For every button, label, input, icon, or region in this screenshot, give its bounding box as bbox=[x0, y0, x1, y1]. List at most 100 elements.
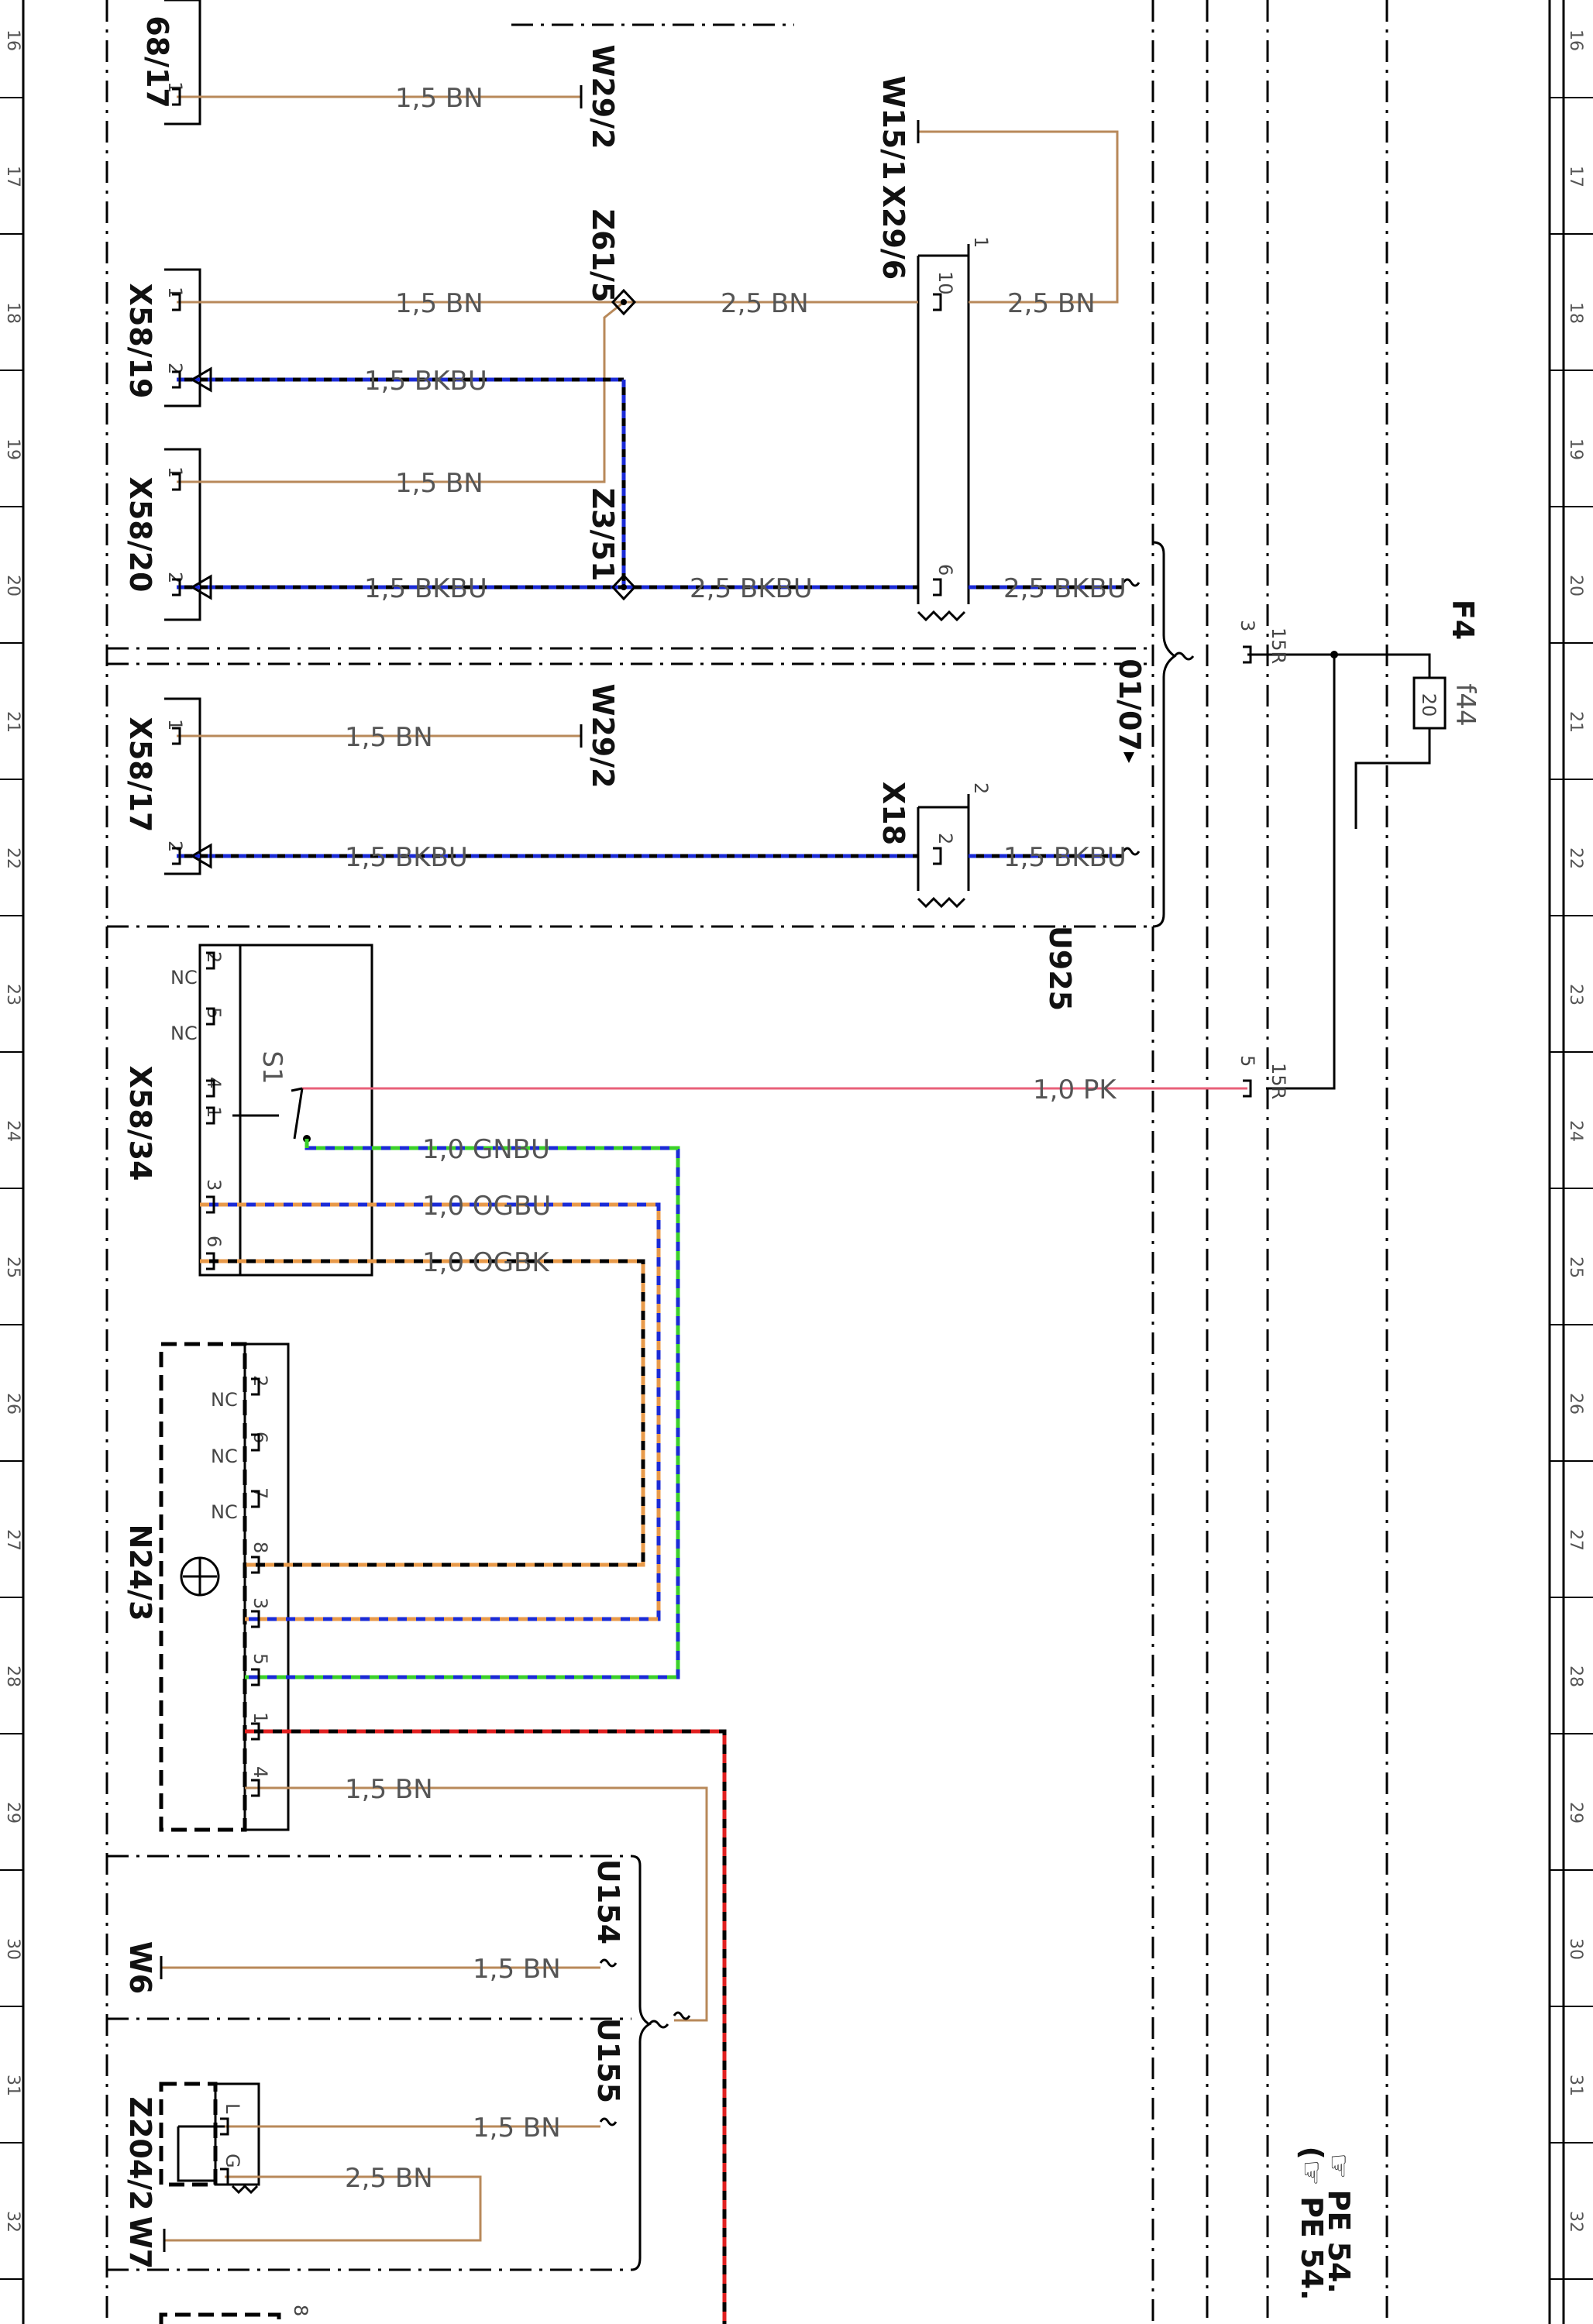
svg-text:01/07: 01/07 bbox=[1113, 658, 1147, 751]
pin-terminal bbox=[206, 951, 215, 970]
svg-text:6: 6 bbox=[203, 1236, 225, 1247]
pin-terminal bbox=[172, 88, 181, 106]
pin-terminal bbox=[933, 847, 942, 865]
svg-text:W29/2: W29/2 bbox=[586, 44, 620, 149]
svg-text:2: 2 bbox=[970, 782, 992, 794]
pin-terminal bbox=[251, 1433, 260, 1452]
svg-text:8: 8 bbox=[290, 2305, 311, 2316]
module-n24-3: N24/3 bbox=[123, 1342, 290, 1832]
svg-text:3: 3 bbox=[1237, 620, 1258, 631]
svg-text:W29/2: W29/2 bbox=[586, 683, 620, 788]
svg-text:1,0 PK: 1,0 PK bbox=[1033, 1074, 1117, 1105]
pin-terminal bbox=[172, 370, 181, 389]
pin-terminal bbox=[172, 293, 181, 311]
svg-text:1,5 BN: 1,5 BN bbox=[473, 1954, 561, 1985]
svg-text:1,5 BKBU: 1,5 BKBU bbox=[345, 842, 468, 873]
svg-text:2,5 BN: 2,5 BN bbox=[1007, 288, 1096, 319]
grid-number: 32 bbox=[3, 2211, 22, 2233]
svg-text:Z61/5: Z61/5 bbox=[586, 209, 620, 303]
svg-text:1,0 GNBU: 1,0 GNBU bbox=[422, 1134, 550, 1165]
grid-number: 19 bbox=[1566, 438, 1585, 460]
svg-text:NC: NC bbox=[170, 1023, 198, 1044]
svg-text:3: 3 bbox=[203, 1179, 225, 1191]
grid-number: 25 bbox=[3, 1257, 22, 1278]
grid-number: 28 bbox=[1566, 1666, 1585, 1687]
svg-text:W15/1: W15/1 bbox=[876, 75, 910, 180]
svg-text:X18: X18 bbox=[876, 782, 910, 845]
grid-number: 16 bbox=[1566, 29, 1585, 51]
grid-number: 21 bbox=[1566, 711, 1585, 733]
svg-text:S1: S1 bbox=[256, 1050, 287, 1084]
grid-number: 29 bbox=[3, 1802, 22, 1824]
svg-text:Z204/2: Z204/2 bbox=[123, 2096, 157, 2210]
grid-number: 17 bbox=[1566, 166, 1585, 187]
svg-text:1: 1 bbox=[164, 81, 186, 93]
bottom-component-fragment bbox=[159, 2312, 281, 2324]
svg-text:(☞ PE 54.: (☞ PE 54. bbox=[1295, 2146, 1329, 2300]
grid-number: 23 bbox=[1566, 984, 1585, 1006]
pin-terminal bbox=[251, 1556, 260, 1574]
svg-text:2: 2 bbox=[249, 1375, 271, 1387]
pin-terminal bbox=[933, 578, 942, 596]
grid-number: 25 bbox=[1566, 1257, 1585, 1278]
svg-text:1,5 BN: 1,5 BN bbox=[395, 288, 483, 319]
grid-number: 18 bbox=[3, 302, 22, 324]
wire-tildes bbox=[599, 578, 1141, 2126]
pin-terminal bbox=[206, 1106, 215, 1125]
pin-terminal bbox=[251, 1668, 260, 1686]
svg-text:W7: W7 bbox=[123, 2216, 157, 2269]
svg-text:1,0 OGBK: 1,0 OGBK bbox=[422, 1247, 550, 1278]
svg-text:NC: NC bbox=[170, 967, 198, 988]
connector-x58-17: X58/17 bbox=[123, 697, 201, 875]
wires bbox=[160, 85, 1266, 2324]
fuse-f4: F4 f44 20 bbox=[1266, 600, 1481, 1090]
grid-number: 20 bbox=[3, 575, 22, 596]
pin-terminal bbox=[220, 2168, 229, 2186]
svg-text:X58/34: X58/34 bbox=[123, 1066, 157, 1181]
grid-number: 31 bbox=[1566, 2075, 1585, 2096]
svg-text:X29/6: X29/6 bbox=[876, 185, 910, 280]
grid-number: 32 bbox=[1566, 2211, 1585, 2233]
wire-labels: 1,5 BN 1,5 BN 2,5 BN 2,5 BN 1,5 BKBU 1,5… bbox=[345, 83, 1127, 2194]
pin-terminal bbox=[1243, 1079, 1252, 1098]
pin-terminal bbox=[206, 1252, 215, 1270]
svg-text:1,5 BN: 1,5 BN bbox=[395, 468, 483, 499]
svg-text:1,5 BN: 1,5 BN bbox=[395, 83, 483, 114]
svg-text:3: 3 bbox=[249, 1597, 271, 1609]
svg-text:1,5 BKBU: 1,5 BKBU bbox=[364, 366, 487, 397]
grid-number: 30 bbox=[1566, 1938, 1585, 1960]
switch-x58-34: X58/34 S1 bbox=[123, 944, 373, 1277]
svg-text:2,5 BN: 2,5 BN bbox=[345, 2163, 433, 2194]
svg-text:1,0 OGBU: 1,0 OGBU bbox=[422, 1191, 551, 1222]
svg-text:NC: NC bbox=[211, 1389, 238, 1411]
svg-text:2: 2 bbox=[164, 841, 186, 852]
svg-text:1,5 BN: 1,5 BN bbox=[473, 2113, 561, 2144]
svg-text:☞ PE 54.: ☞ PE 54. bbox=[1322, 2153, 1356, 2294]
svg-text:1: 1 bbox=[164, 287, 186, 298]
svg-text:5: 5 bbox=[249, 1653, 271, 1665]
svg-text:8: 8 bbox=[249, 1542, 271, 1553]
svg-text:1,5 BN: 1,5 BN bbox=[345, 722, 433, 753]
svg-text:2: 2 bbox=[934, 833, 956, 844]
pin-terminal bbox=[251, 1779, 260, 1797]
grid-number: 19 bbox=[3, 438, 22, 460]
component-labels: W29/2 W29/2 W15/1 Z61/5 Z3/51 U925 U154 … bbox=[123, 44, 1356, 2300]
connector-x58-20: X58/20 bbox=[123, 448, 201, 621]
module-boundaries bbox=[105, 0, 1388, 2324]
svg-text:1: 1 bbox=[970, 236, 992, 248]
svg-text:2,5 BKBU: 2,5 BKBU bbox=[690, 573, 813, 604]
svg-text:6: 6 bbox=[249, 1432, 271, 1443]
grid-number: 27 bbox=[1566, 1529, 1585, 1551]
grid-number: 23 bbox=[3, 984, 22, 1006]
svg-text:1: 1 bbox=[164, 466, 186, 478]
svg-text:15R: 15R bbox=[1268, 1063, 1289, 1099]
svg-text:X58/17: X58/17 bbox=[123, 717, 157, 833]
grid-number: 26 bbox=[1566, 1393, 1585, 1415]
svg-text:2: 2 bbox=[164, 572, 186, 583]
pin-terminal bbox=[251, 1610, 260, 1628]
svg-text:G: G bbox=[222, 2154, 243, 2168]
svg-text:NC: NC bbox=[211, 1446, 238, 1467]
svg-text:1,5 BN: 1,5 BN bbox=[345, 1774, 433, 1805]
pin-numbers: 1 1 2 1 2 1 2 10 6 2 2 5 4 1 3 6 NC NC 2… bbox=[164, 81, 1289, 2316]
